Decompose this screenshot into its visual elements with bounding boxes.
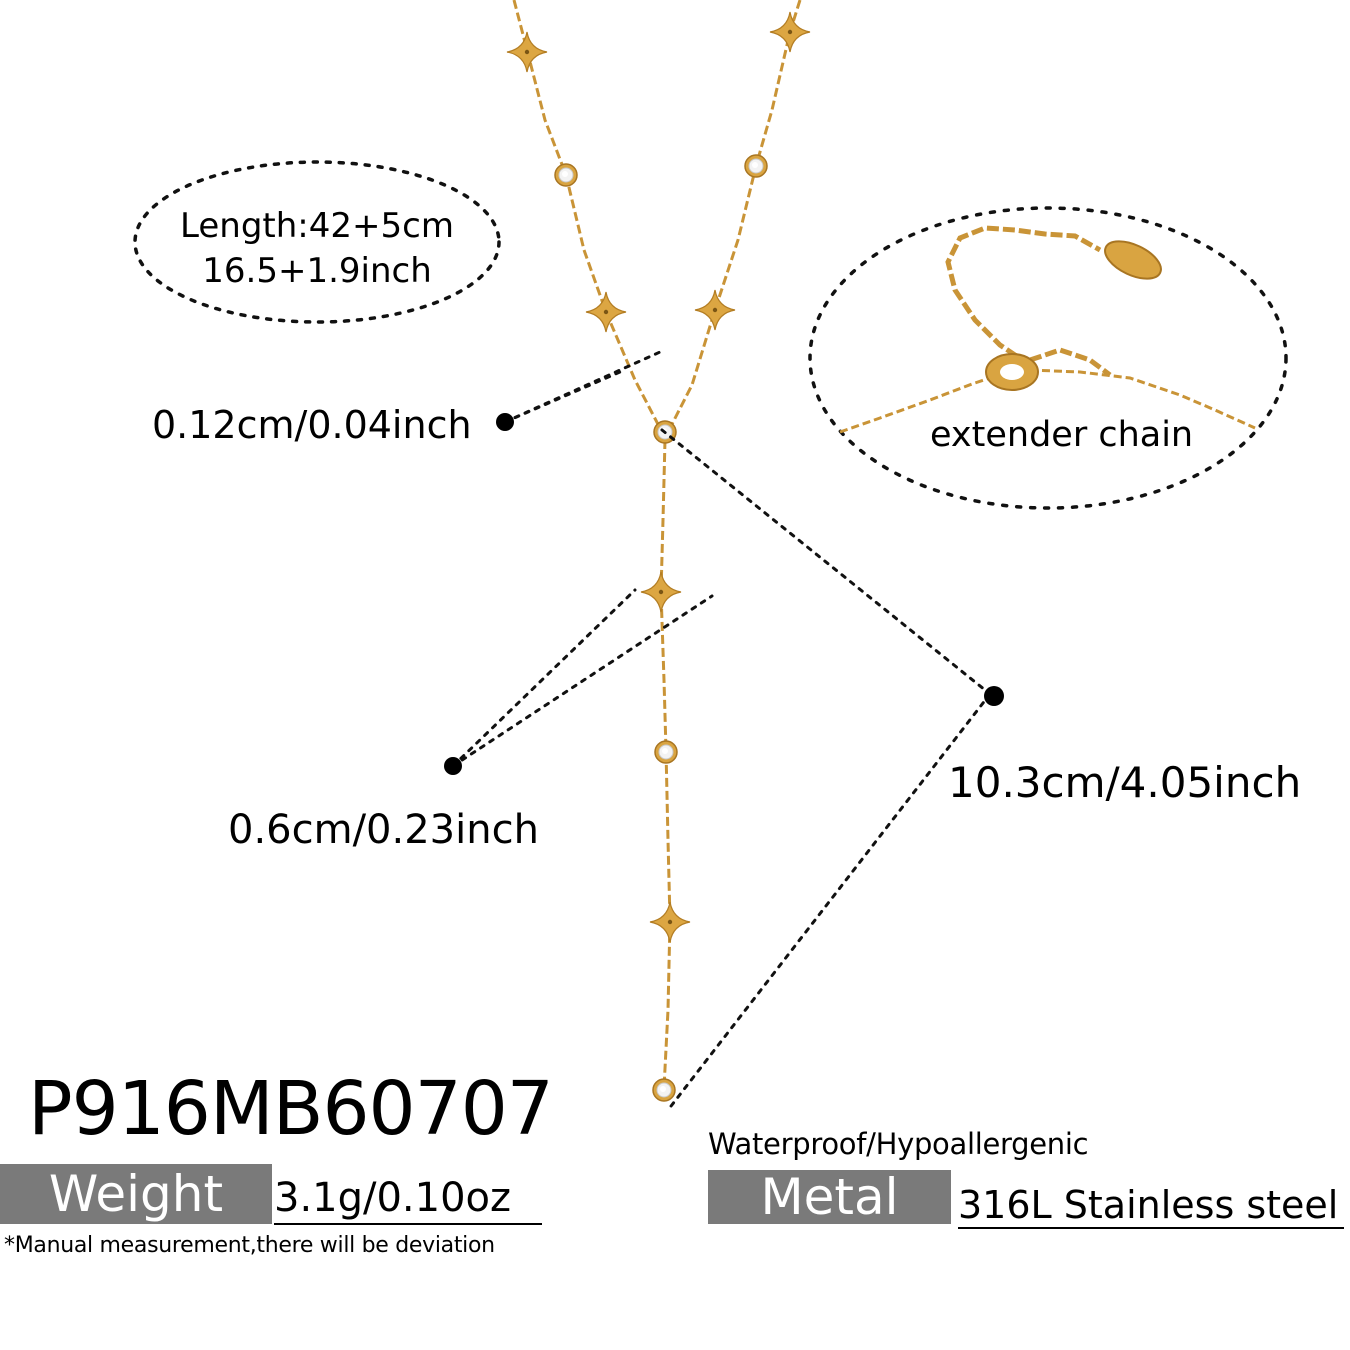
pointer-dot-charm <box>444 757 462 775</box>
star-charm-6 <box>649 901 691 943</box>
length-ellipse <box>133 160 501 324</box>
weight-label-badge: Weight <box>0 1164 272 1224</box>
crystal-bezel-2 <box>744 154 768 178</box>
measurement-note: *Manual measurement,there will be deviat… <box>4 1233 495 1258</box>
extender-ellipse <box>808 206 1288 510</box>
star-charm-4 <box>694 289 736 331</box>
star-charm-1 <box>506 31 548 73</box>
length-line-2: 16.5+1.9inch <box>202 251 432 291</box>
measurement-lines <box>451 350 992 1112</box>
product-code: P916MB60707 <box>28 1066 554 1152</box>
lobster-clasp <box>985 353 1039 391</box>
star-charm-2 <box>769 11 811 53</box>
star-charm-3 <box>585 291 627 333</box>
star-charm-5 <box>640 571 682 613</box>
metal-label-badge: Metal <box>708 1168 951 1226</box>
extender-chain-detail <box>839 225 1256 434</box>
charm-size-label: 0.6cm/0.23inch <box>228 807 539 853</box>
length-label: Length:42+5cm 16.5+1.9inch <box>134 204 500 294</box>
features-label: Waterproof/Hypoallergenic <box>708 1127 1089 1161</box>
length-line-1: Length:42+5cm <box>180 206 454 246</box>
extender-tag <box>1104 240 1162 280</box>
chain-width-label: 0.12cm/0.04inch <box>152 403 472 447</box>
weight-label: Weight <box>48 1165 224 1223</box>
crystal-bezel-5 <box>652 1078 676 1102</box>
necklace-chain <box>512 0 802 1089</box>
drop-length-label: 10.3cm/4.05inch <box>948 758 1302 807</box>
extender-chain-label: extender chain <box>930 415 1194 455</box>
crystal-bezel-4 <box>654 740 678 764</box>
metal-label: Metal <box>760 1168 899 1226</box>
pointer-dot-chain <box>496 413 514 431</box>
weight-value: 3.1g/0.10oz <box>274 1178 542 1225</box>
crystal-bezel-1 <box>554 163 578 187</box>
pointer-dot-drop <box>984 686 1004 706</box>
metal-value: 316L Stainless steel <box>958 1186 1344 1229</box>
